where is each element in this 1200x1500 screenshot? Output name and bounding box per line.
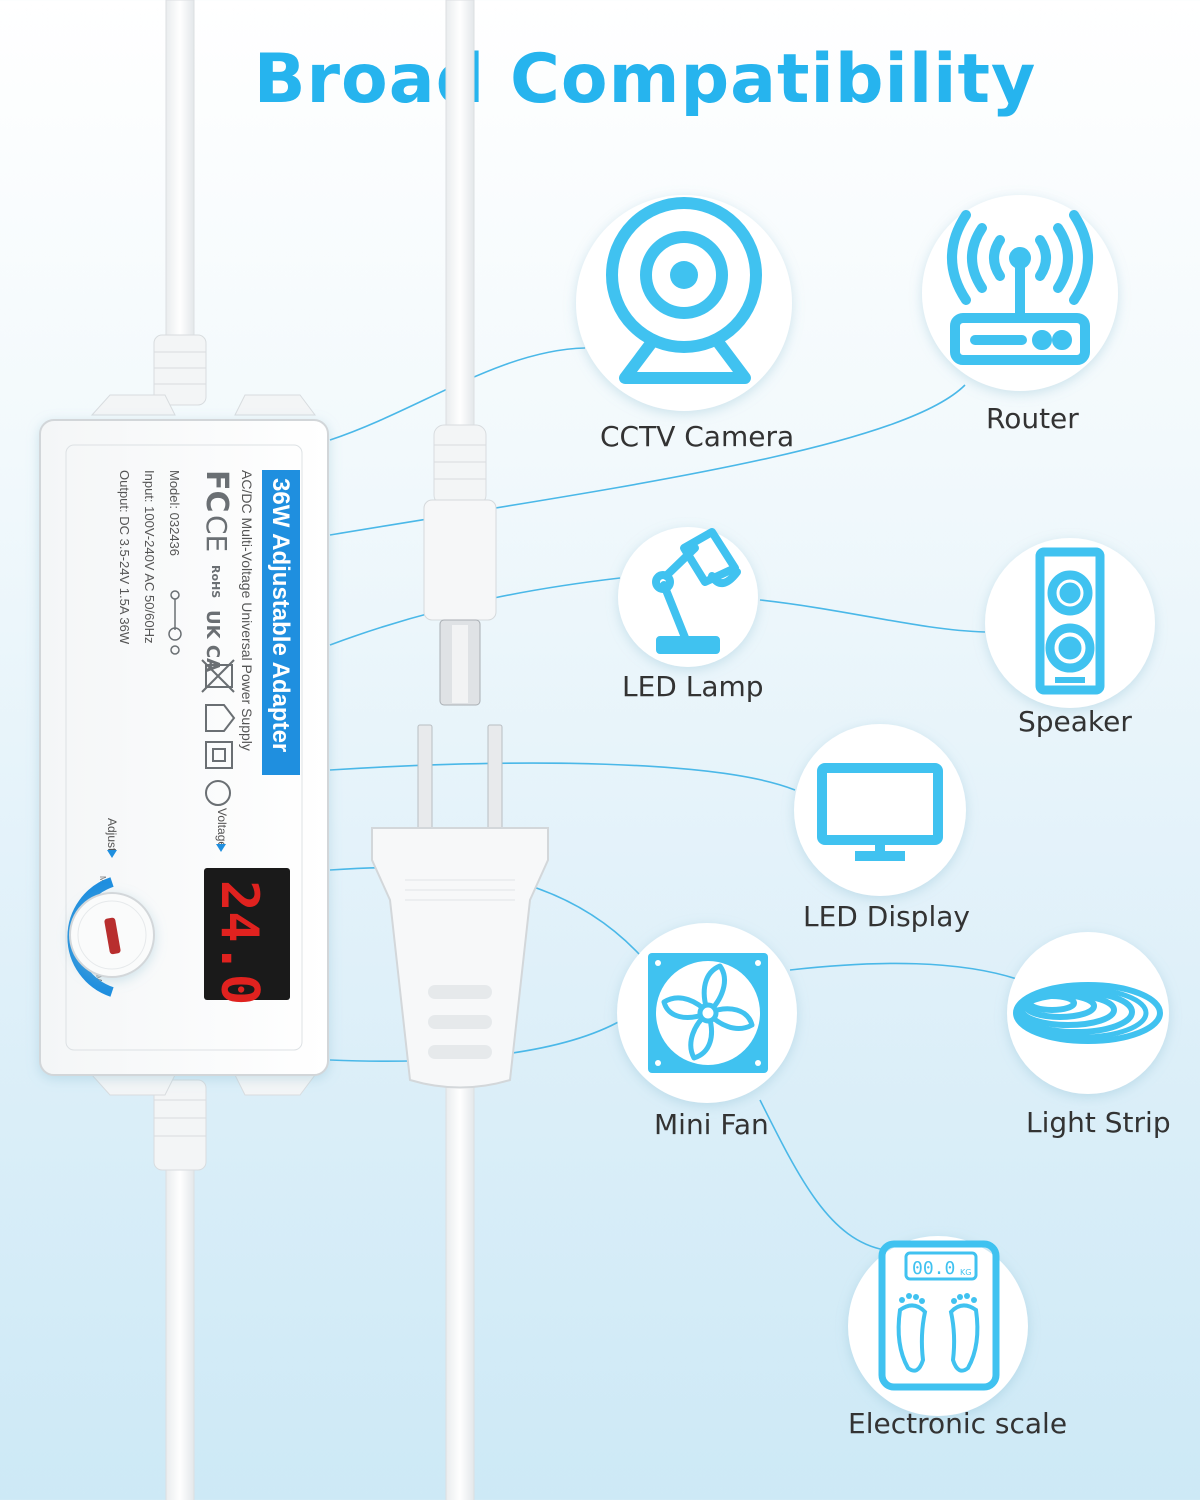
- device-label-electronic-scale: Electronic scale: [848, 1407, 1068, 1440]
- device-label-cctv-camera: CCTV Camera: [600, 420, 795, 453]
- router-icon: [947, 210, 1093, 365]
- device-label-mini-fan: Mini Fan: [654, 1108, 769, 1141]
- scale-icon: 00.0 KG: [878, 1240, 1000, 1391]
- connector-line: [329, 762, 796, 791]
- fcc-mark: FC: [199, 470, 234, 513]
- adapter-badge: [262, 470, 300, 775]
- adapter-badge-text: 36W Adjustable Adapter: [267, 478, 294, 752]
- light-strip-icon: [1013, 982, 1163, 1044]
- voltage-readout: 24.0: [209, 880, 269, 1005]
- page-title: Broad Compatibility: [253, 40, 1037, 119]
- output-spec: Output: DC 3.5-24V 1.5A 36W: [117, 470, 132, 645]
- power-cables: [153, 0, 475, 1500]
- adjust-label: Adjust: [105, 818, 119, 852]
- connector-line: [329, 577, 621, 646]
- dial-indicator: [104, 917, 121, 955]
- adapter-subtitle: AC/DC Multi-Voltage Universal Power Supp…: [239, 470, 255, 751]
- speaker-icon: [1035, 547, 1105, 695]
- fan-icon: [648, 953, 768, 1073]
- device-label-led-lamp: LED Lamp: [622, 670, 764, 703]
- input-spec: Input: 100V-240V AC 50/60Hz: [142, 470, 157, 643]
- device-label-router: Router: [986, 402, 1079, 435]
- double-insulation-icon: [205, 741, 233, 769]
- monitor-icon: [817, 763, 943, 861]
- dc-barrel-plug: [423, 424, 497, 706]
- ukca-mark: UK CA: [202, 610, 223, 672]
- safety-mark-icon: [205, 780, 231, 806]
- indoor-use-icon: [205, 704, 236, 732]
- device-label-speaker: Speaker: [1018, 705, 1132, 738]
- desk-lamp-icon: [652, 528, 741, 654]
- model-text: Model: 032436: [167, 470, 182, 556]
- adapter-body: 36W Adjustable Adapter AC/DC Multi-Volta…: [39, 394, 329, 1096]
- voltage-label: Voltage: [215, 808, 229, 848]
- device-label-light-strip: Light Strip: [1026, 1106, 1171, 1139]
- ce-mark: CE: [200, 515, 233, 552]
- connector-line: [759, 599, 986, 633]
- recycle-bin-icon: [201, 659, 235, 693]
- ac-wall-plug: [371, 724, 549, 1089]
- connector-line: [759, 1099, 886, 1251]
- cctv-camera-icon: [606, 197, 762, 384]
- scale-readout: 00.0: [912, 1258, 955, 1279]
- scale-unit: KG: [960, 1268, 971, 1277]
- voltage-display: 24.0: [204, 868, 290, 1005]
- polarity-icon: [168, 590, 182, 655]
- device-label-led-display: LED Display: [803, 900, 970, 933]
- rohs-mark: RoHS: [209, 565, 222, 598]
- connector-line: [789, 962, 1021, 981]
- adjust-dial[interactable]: [67, 877, 155, 997]
